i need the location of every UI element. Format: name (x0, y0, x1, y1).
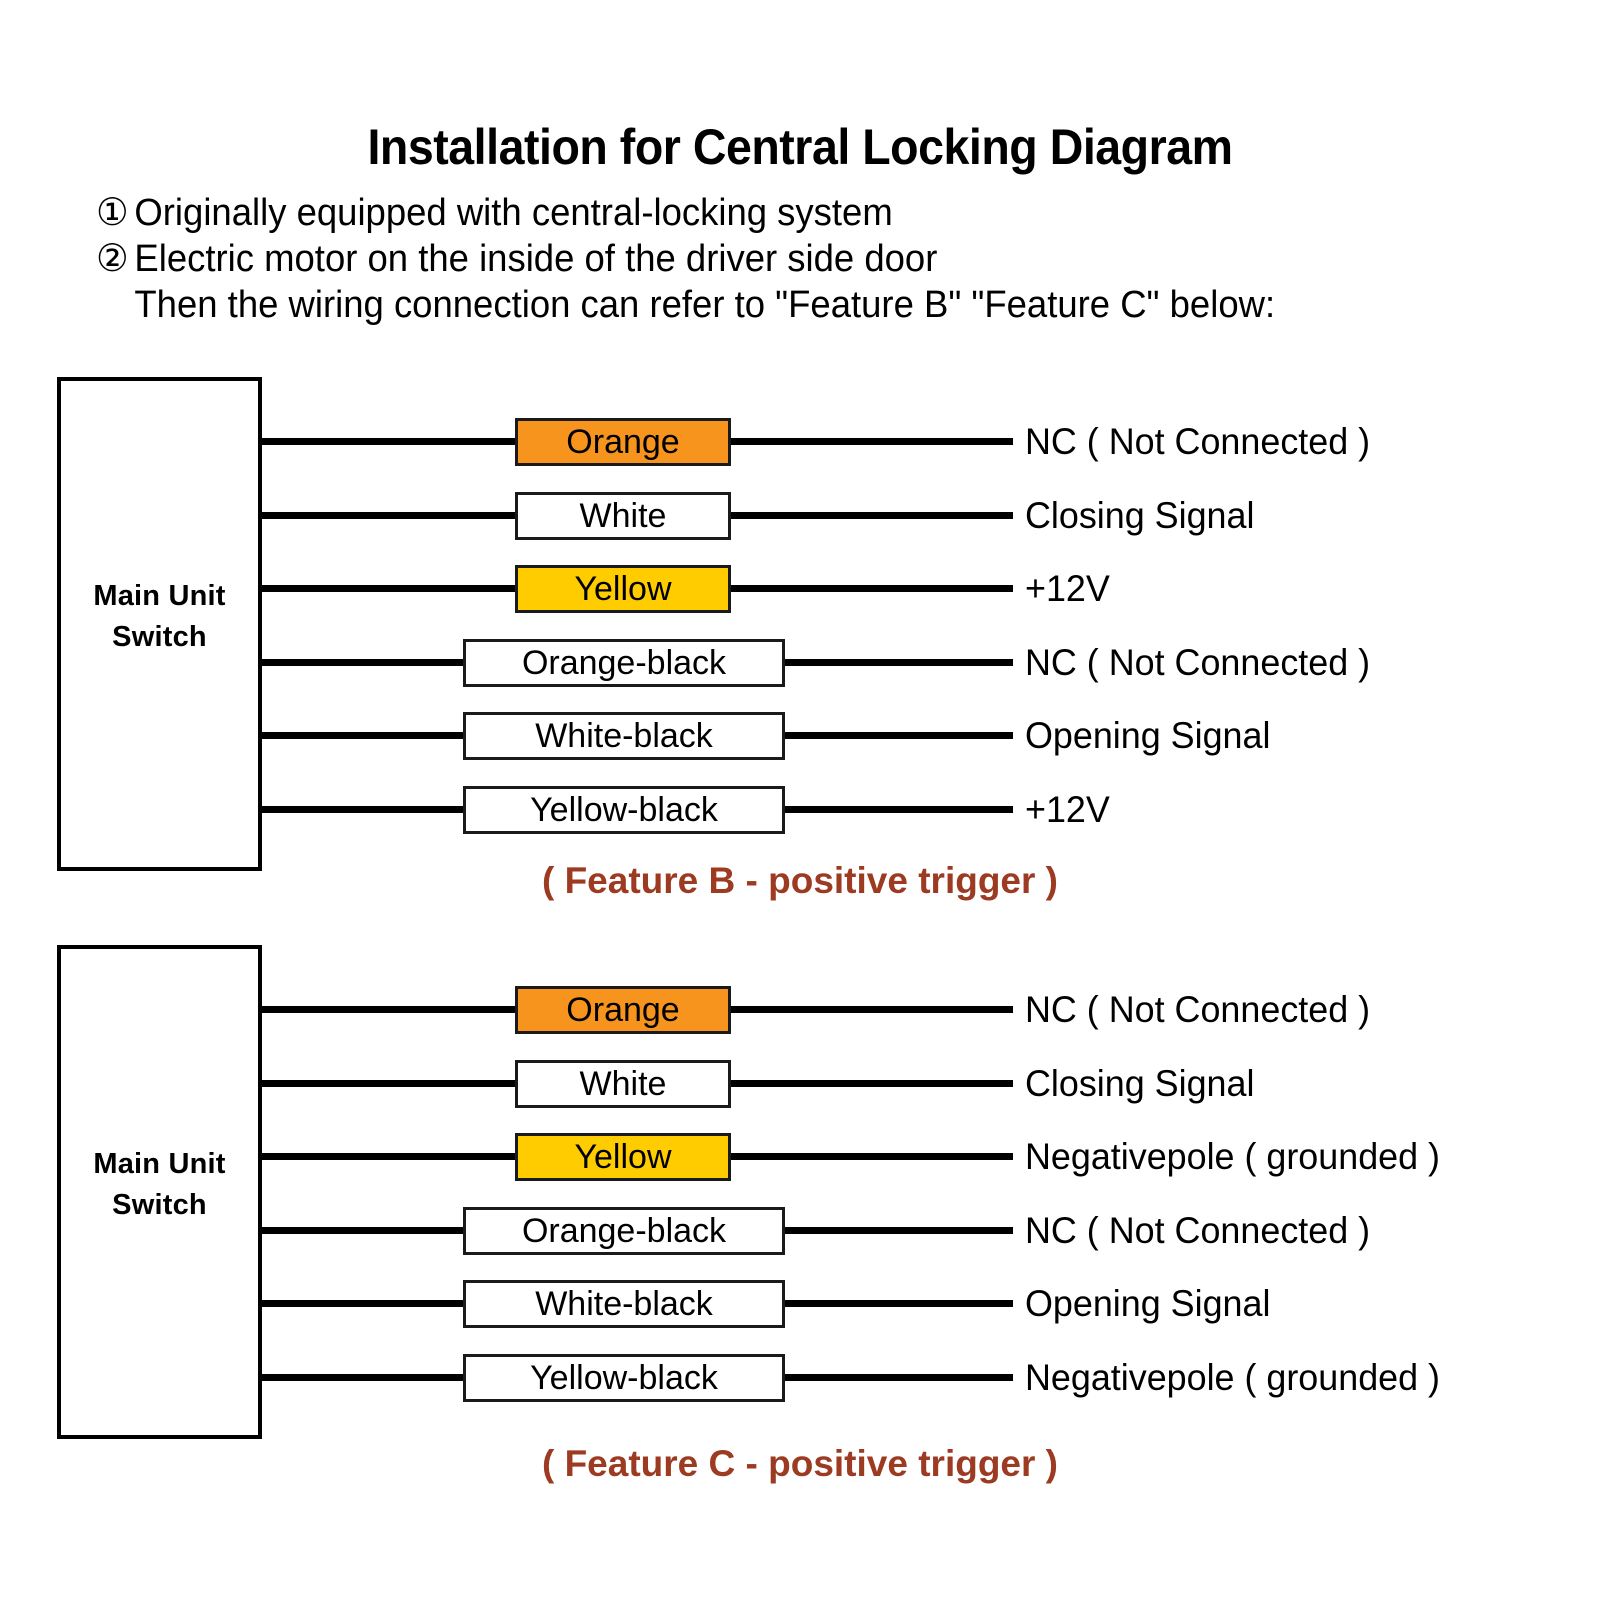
wire-function-label: +12V (1025, 788, 1110, 830)
wire-function-label: Closing Signal (1025, 494, 1255, 536)
wire-row: Yellow-black Negativepole ( grounded ) (0, 1350, 1600, 1404)
wire-name-box: White (515, 1059, 731, 1108)
main-unit-switch-label: Main Unit Switch (61, 1144, 258, 1226)
wire-function-label: NC ( Not Connected ) (1025, 989, 1371, 1030)
page-header: Installation for Central Locking Diagram… (0, 0, 1600, 326)
wire-segment-left (262, 1153, 515, 1160)
caption-feature-c: ( Feature C - positive trigger ) (541, 1443, 1058, 1484)
wire-name-label: White (579, 1064, 667, 1103)
wire-row: White-black Opening Signal (0, 1276, 1600, 1330)
wire-name-box: Orange (515, 418, 731, 466)
intro-marker-1: ① (96, 192, 129, 234)
intro-marker-2: ② (96, 238, 129, 280)
wire-function-label: Closing Signal (1025, 1062, 1255, 1104)
wire-function-label: Negativepole ( grounded ) (1025, 1136, 1441, 1177)
caption-feature-b: ( Feature B - positive trigger ) (541, 860, 1058, 901)
wire-name-label: Yellow (574, 570, 672, 608)
wire-segment-left (262, 658, 463, 666)
wire-row: Orange-black NC ( Not Connected ) (0, 1203, 1600, 1257)
wire-segment-right (785, 1373, 1013, 1381)
wire-function-label: Negativepole ( grounded ) (1025, 1356, 1441, 1398)
wiring-diagram-feature-b: Main Unit Switch Orange NC ( Not Connecte… (0, 360, 1600, 920)
wire-name-label: Yellow-black (530, 790, 718, 829)
intro-text-3: Then the wiring connection can refer to … (134, 284, 1276, 326)
main-unit-switch-label: Main Unit Switch (61, 576, 258, 658)
wire-name-label: White-black (535, 717, 713, 755)
intro-text-2: Electric motor on the inside of the driv… (134, 238, 938, 280)
wire-segment-left (262, 1006, 515, 1013)
intro-text-1: Originally equipped with central-locking… (134, 192, 893, 234)
main-unit-label-line2: Switch (112, 1189, 207, 1221)
wire-name-label: Orange (566, 991, 680, 1029)
wire-function-label: NC ( Not Connected ) (1025, 641, 1371, 683)
wire-name-box: White (515, 491, 731, 540)
wire-name-box: Orange-black (463, 1206, 785, 1255)
intro-line: Then the wiring connection can refer to … (96, 282, 1478, 328)
wire-name-box: White-black (463, 1280, 785, 1328)
wire-name-box: Yellow-black (463, 1353, 785, 1402)
main-unit-label-line2: Switch (112, 621, 207, 653)
wire-name-box: Yellow (515, 565, 731, 613)
wire-function-label: Opening Signal (1025, 1283, 1271, 1324)
wire-segment-right (731, 1153, 1013, 1160)
wire-segment-left (262, 1226, 463, 1234)
wire-segment-left (262, 732, 463, 739)
wire-row: Orange NC ( Not Connected ) (0, 982, 1600, 1036)
wire-name-label: Orange-black (521, 1211, 727, 1250)
wire-segment-left (262, 1300, 463, 1307)
wire-row: Yellow-black +12V (0, 782, 1600, 836)
wire-segment-right (785, 1300, 1013, 1307)
wire-segment-right (731, 438, 1013, 445)
wire-segment-left (262, 438, 515, 445)
wiring-diagram-feature-c: Main Unit Switch Orange NC ( Not Connecte… (0, 928, 1600, 1498)
wire-segment-left (262, 511, 515, 519)
wire-name-box: White-black (463, 712, 785, 760)
wire-segment-right (785, 805, 1013, 813)
wire-segment-right (785, 732, 1013, 739)
wire-name-label: Orange (566, 423, 680, 461)
wire-name-box: Yellow-black (463, 785, 785, 834)
main-unit-label-line1: Main Unit (93, 1148, 226, 1180)
wire-row: Yellow +12V (0, 561, 1600, 615)
main-unit-switch-box: Main Unit Switch (57, 377, 262, 871)
wire-row: Orange NC ( Not Connected ) (0, 414, 1600, 468)
wire-segment-right (785, 1226, 1013, 1234)
wire-name-box: Orange (515, 986, 731, 1034)
wire-row: Orange-black NC ( Not Connected ) (0, 635, 1600, 689)
wire-name-label: White-black (535, 1285, 713, 1323)
wire-segment-right (731, 1079, 1013, 1087)
wire-name-label: Yellow-black (530, 1358, 718, 1397)
wire-segment-right (731, 1006, 1013, 1013)
wire-function-label: +12V (1025, 568, 1110, 609)
wire-name-label: Orange-black (521, 643, 727, 682)
wire-name-label: White (579, 496, 667, 535)
wire-segment-right (731, 511, 1013, 519)
wire-segment-left (262, 1373, 463, 1381)
wire-segment-right (785, 658, 1013, 666)
wire-segment-left (262, 585, 515, 592)
wire-row: White-black Opening Signal (0, 708, 1600, 762)
wire-name-box: Yellow (515, 1133, 731, 1181)
wire-row: White Closing Signal (0, 1056, 1600, 1110)
main-unit-switch-box: Main Unit Switch (57, 945, 262, 1439)
wire-row: Yellow Negativepole ( grounded ) (0, 1129, 1600, 1183)
wire-segment-left (262, 1079, 515, 1087)
wire-row: White Closing Signal (0, 488, 1600, 542)
wire-segment-left (262, 805, 463, 813)
main-unit-label-line1: Main Unit (93, 580, 226, 612)
wire-function-label: NC ( Not Connected ) (1025, 421, 1371, 462)
wire-function-label: NC ( Not Connected ) (1025, 1209, 1371, 1251)
wire-function-label: Opening Signal (1025, 715, 1271, 756)
wire-segment-right (731, 585, 1013, 592)
wire-name-box: Orange-black (463, 638, 785, 687)
page-title: Installation for Central Locking Diagram (367, 119, 1233, 175)
wire-name-label: Yellow (574, 1138, 672, 1176)
